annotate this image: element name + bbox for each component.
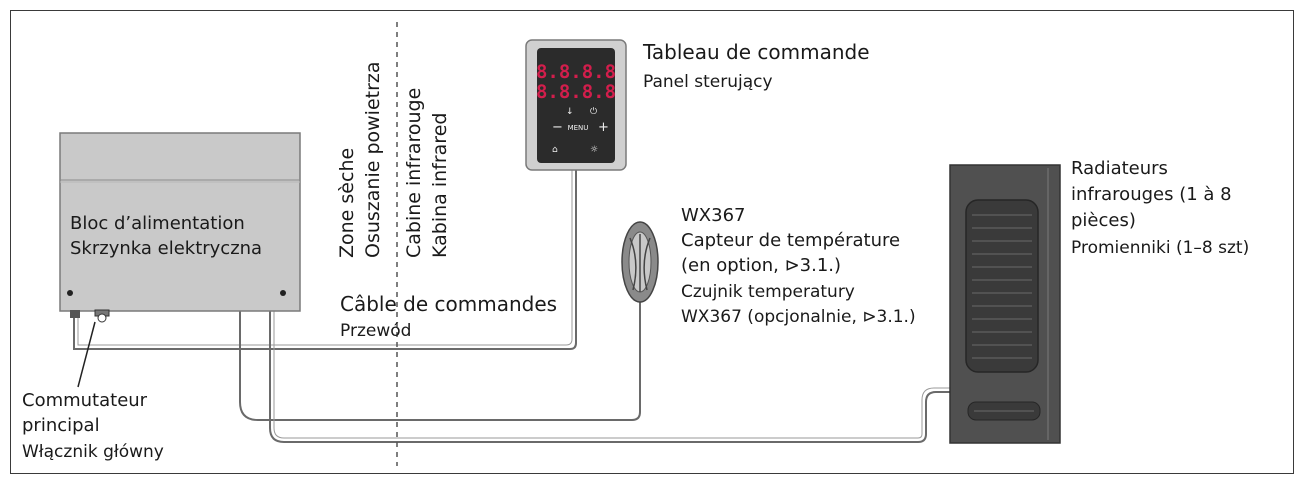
display-top: 8.8.8.8 bbox=[536, 61, 616, 83]
zone-dry-fr: Zone sèche bbox=[336, 147, 358, 258]
radiators-line3-fr: pièces) bbox=[1071, 210, 1136, 231]
arrow-icon: ↓ bbox=[566, 107, 574, 117]
diagram-frame bbox=[10, 10, 1294, 474]
power-unit-title-pl: Skrzynka elektryczna bbox=[70, 238, 263, 259]
power-icon: ⏻ bbox=[590, 106, 597, 117]
sensor-cable-line bbox=[239, 302, 641, 421]
minus-button[interactable]: − bbox=[552, 120, 563, 135]
zone-dry-pl: Osuszanie powietrza bbox=[362, 61, 384, 258]
infrared-radiator-device bbox=[949, 164, 1061, 444]
screw-right bbox=[280, 290, 286, 296]
control-cable-title-fr: Câble de commandes bbox=[340, 292, 558, 316]
cables bbox=[73, 170, 950, 443]
power-unit-title-fr: Bloc d’alimentation bbox=[70, 213, 245, 234]
sensor-line2-pl: WX367 (opcjonalnie, ⊳3.1.) bbox=[681, 307, 916, 327]
radiators-line2-fr: infrarouges (1 à 8 bbox=[1071, 184, 1232, 205]
main-switch-line2-fr: principal bbox=[22, 415, 100, 436]
power-unit-box bbox=[59, 132, 301, 323]
control-cable-line bbox=[73, 170, 577, 350]
control-panel-device[interactable]: 8.8.8.8 8.8.8.8 ↓ ⏻ − MENU + ⌂ ☼ bbox=[525, 39, 627, 171]
light-icon: ☼ bbox=[590, 145, 598, 155]
control-cable-title-pl: Przewód bbox=[340, 321, 412, 341]
cable-gland bbox=[70, 310, 80, 318]
sensor-line1-fr: Capteur de température bbox=[681, 230, 901, 251]
display-bottom: 8.8.8.8 bbox=[536, 81, 616, 103]
sensor-model: WX367 bbox=[681, 205, 746, 226]
radiators-line1-fr: Radiateurs bbox=[1071, 158, 1168, 179]
zone-cabin-pl: Kabina infrared bbox=[429, 112, 451, 258]
main-switch-pointer bbox=[77, 321, 96, 388]
radiator-cable-line-inner bbox=[273, 310, 950, 439]
radiator-cable-line bbox=[269, 310, 950, 443]
radiators-line1-pl: Promienniki (1–8 szt) bbox=[1071, 238, 1250, 258]
fan-icon: ⌂ bbox=[552, 145, 558, 155]
screw-left bbox=[67, 290, 73, 296]
zone-cabin-fr: Cabine infrarouge bbox=[403, 87, 425, 258]
control-panel-title-fr: Tableau de commande bbox=[643, 40, 870, 64]
plus-button[interactable]: + bbox=[598, 120, 609, 135]
main-switch-icon[interactable] bbox=[94, 309, 110, 323]
sensor-line1-pl: Czujnik temperatury bbox=[681, 282, 855, 302]
main-switch-line1-pl: Włącznik główny bbox=[22, 442, 164, 462]
main-switch-line1-fr: Commutateur bbox=[22, 390, 148, 411]
temperature-sensor-device bbox=[621, 221, 659, 303]
control-cable-line-inner bbox=[77, 170, 573, 346]
radiator-grille-top bbox=[965, 199, 1039, 373]
control-panel-title-pl: Panel sterujący bbox=[643, 72, 773, 92]
sensor-line2-fr: (en option, ⊳3.1.) bbox=[681, 255, 842, 276]
menu-button[interactable]: MENU bbox=[568, 124, 589, 132]
